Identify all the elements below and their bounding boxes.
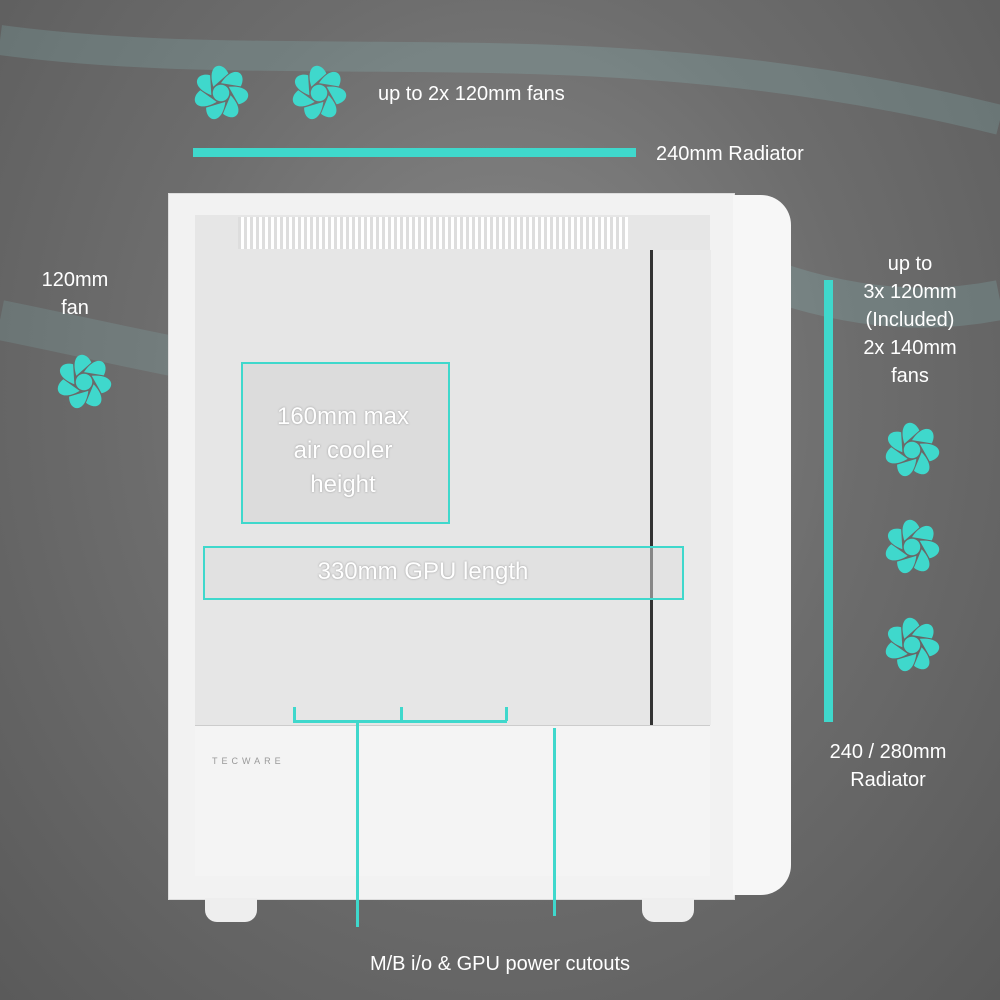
foot-right — [642, 898, 694, 922]
front-panel — [733, 195, 791, 895]
top-mesh — [238, 217, 628, 249]
cutout-tick — [293, 707, 296, 721]
front-radiator-label: 240 / 280mm Radiator — [829, 741, 947, 791]
cutout-bracket — [293, 720, 507, 723]
brand-logo: TECWARE — [212, 756, 285, 766]
psu-shroud — [195, 725, 710, 876]
fan-icon — [55, 351, 114, 411]
front-fans-label: up to 3x 120mm (Included) 2x 140mm fans — [863, 253, 957, 387]
top-radiator-label: 240mm Radiator — [656, 143, 804, 165]
cooler-height-box — [241, 362, 450, 524]
fan-icon — [883, 614, 942, 674]
cutout-line — [356, 722, 359, 927]
gpu-length-box — [203, 546, 684, 600]
fan-icon — [192, 62, 251, 122]
gpu-length-label: 330mm GPU length — [317, 558, 529, 585]
cutout-line — [553, 728, 556, 916]
rear-fan-label: 120mm fan — [41, 269, 109, 319]
top-radiator-bar — [193, 148, 636, 157]
front-radiator-bar — [824, 280, 833, 722]
cutout-tick — [400, 707, 403, 721]
front-fan-area — [650, 250, 711, 725]
top-fans-label: up to 2x 120mm fans — [378, 83, 565, 105]
fan-icon — [290, 62, 349, 122]
fan-icon — [883, 419, 942, 479]
cooler-height-label: 160mm max air cooler height — [276, 403, 410, 498]
fan-icon — [883, 516, 942, 576]
cutout-tick — [505, 707, 508, 721]
foot-left — [205, 898, 257, 922]
cutouts-label: M/B i/o & GPU power cutouts — [369, 953, 631, 975]
